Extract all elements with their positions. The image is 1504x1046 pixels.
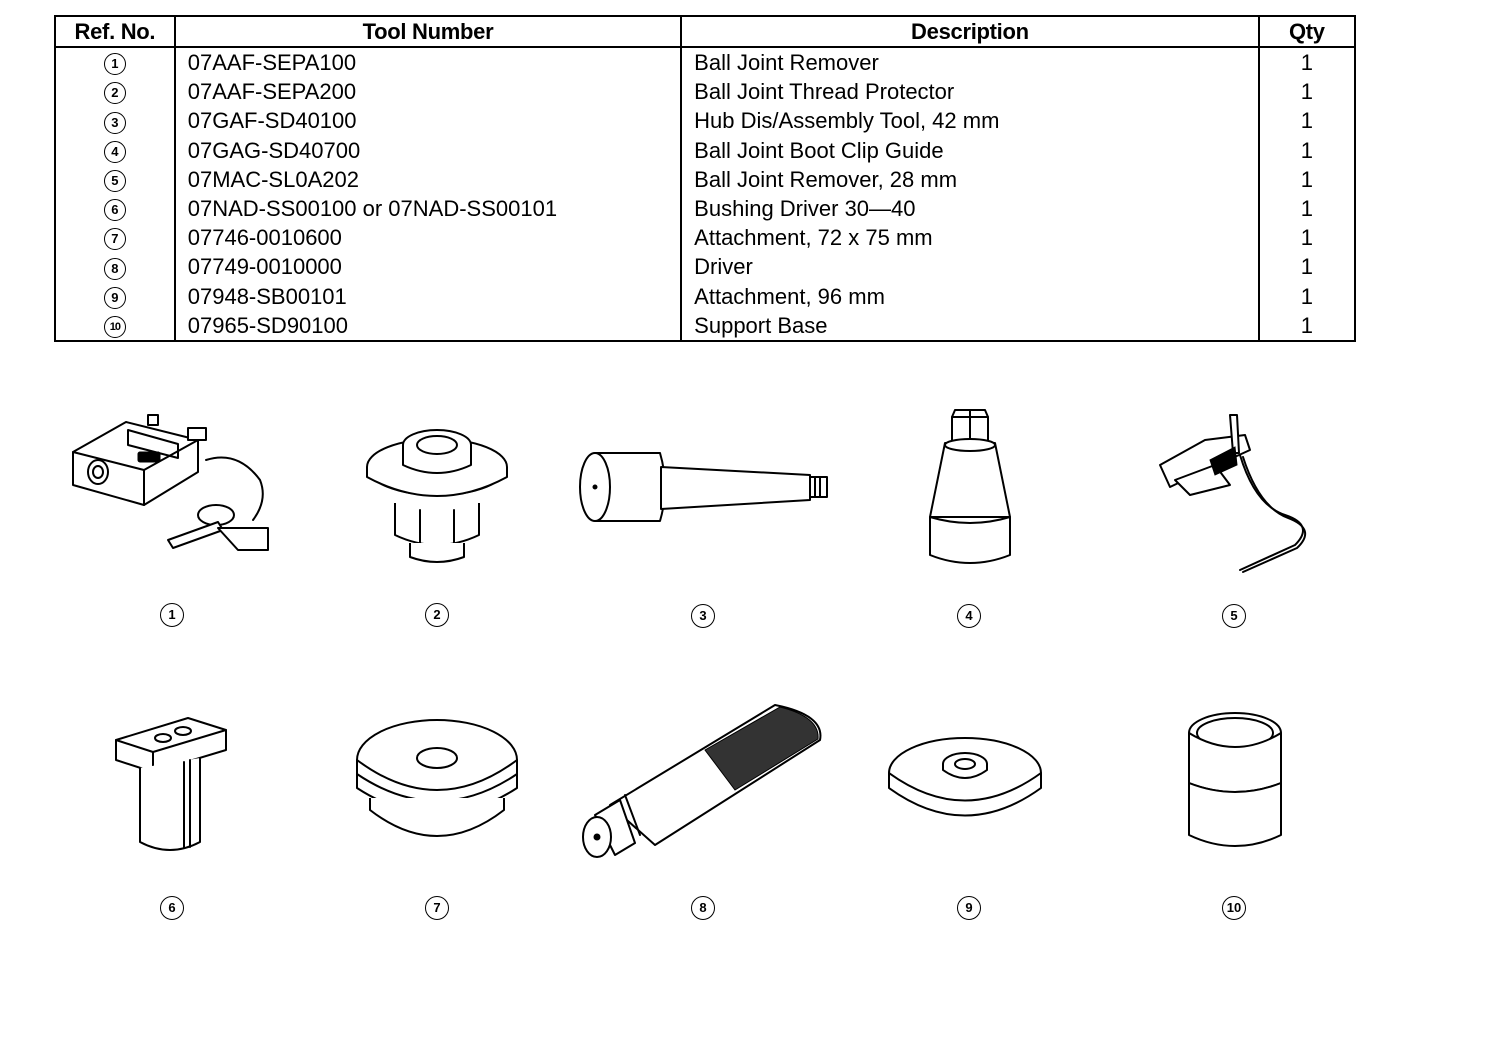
description-cell: Ball Joint Remover, 28 mm [681,164,1260,194]
qty-cell: 1 [1300,137,1313,163]
description-cell: Bushing Driver 30—40 [681,193,1260,224]
figure-label-5: 5 [1222,604,1246,628]
ref-no-cell: 3 [55,106,176,136]
description-cell: Support Base [681,310,1260,341]
header-tool-number: Tool Number [174,16,683,48]
ref-no-cell: 2 [55,77,176,107]
ref-number-badge: 10 [103,315,126,338]
tool-number-cell: 07MAC-SL0A202 [174,164,683,194]
qty-cell: 1 [1300,166,1313,192]
qty-cell: 1 [1300,254,1313,280]
description-cell: Attachment, 72 x 75 mm [681,223,1260,253]
tool-number-cell: 07965-SD90100 [174,310,683,341]
header-description: Description [681,16,1260,48]
tool-number-cell: 07948-SB00101 [174,281,683,311]
qty-cell: 1 [1300,50,1313,76]
ref-no-cell: 8 [55,252,176,282]
ref-no-cell: 1 [55,47,176,78]
figure-label-10: 10 [1222,896,1246,920]
qty-cell: 1 [1300,312,1313,338]
ref-number-badge: 1 [103,53,126,76]
bushing-driver-icon [115,717,227,851]
tool-number-cell: 07AAF-SEPA200 [174,77,683,107]
header-qty: Qty [1258,16,1355,48]
qty-cell: 1 [1300,283,1313,309]
figure-label-2: 2 [425,603,449,627]
ref-no-cell: 9 [55,281,176,311]
attachment-72x75-icon [356,719,518,837]
ref-number-badge: 8 [103,257,126,280]
ref-no-cell: 10 [55,310,176,341]
ref-number-badge: 3 [103,111,126,134]
description-cell: Attachment, 96 mm [681,281,1260,311]
tool-number-cell: 07AAF-SEPA100 [174,47,683,78]
hub-tool-icon [579,452,828,522]
qty-cell: 1 [1300,79,1313,105]
boot-clip-guide-icon [929,409,1011,564]
description-cell: Hub Dis/Assembly Tool, 42 mm [681,106,1260,136]
header-ref-no: Ref. No. [55,16,176,48]
tool-number-cell: 07746-0010600 [174,223,683,253]
qty-cell: 1 [1300,225,1313,251]
driver-icon [582,704,822,858]
figure-label-3: 3 [691,604,715,628]
table-header-row: Ref. No. Tool Number Description Qty [55,16,1355,48]
figure-label-9: 9 [957,896,981,920]
ball-joint-remover-28mm-icon [1159,414,1307,573]
ref-number-badge: 6 [103,199,126,222]
thread-protector-icon [366,429,508,563]
ball-joint-remover-icon [72,414,269,551]
qty-cell: 1 [1300,196,1313,222]
tool-number-cell: 07GAF-SD40100 [174,106,683,136]
figure-label-7: 7 [425,896,449,920]
ref-no-cell: 6 [55,193,176,224]
attachment-96mm-icon [888,737,1042,817]
ref-no-cell: 7 [55,223,176,253]
support-base-icon [1188,712,1282,847]
qty-cell: 1 [1300,108,1313,134]
ref-number-badge: 4 [103,140,126,163]
ref-number-badge: 5 [103,170,126,193]
description-cell: Ball Joint Thread Protector [681,77,1260,107]
ref-no-cell: 4 [55,135,176,165]
figure-label-8: 8 [691,896,715,920]
description-cell: Driver [681,252,1260,282]
figure-label-4: 4 [957,604,981,628]
tool-number-cell: 07NAD-SS00100 or 07NAD-SS00101 [174,193,683,224]
ref-number-badge: 2 [103,82,126,105]
figure-label-6: 6 [160,896,184,920]
tool-number-cell: 07GAG-SD40700 [174,135,683,165]
description-cell: Ball Joint Remover [681,47,1260,78]
ref-no-cell: 5 [55,164,176,194]
ref-number-badge: 9 [103,286,126,309]
description-cell: Ball Joint Boot Clip Guide [681,135,1260,165]
ref-number-badge: 7 [103,228,126,251]
figure-label-1: 1 [160,603,184,627]
tool-number-cell: 07749-0010000 [174,252,683,282]
